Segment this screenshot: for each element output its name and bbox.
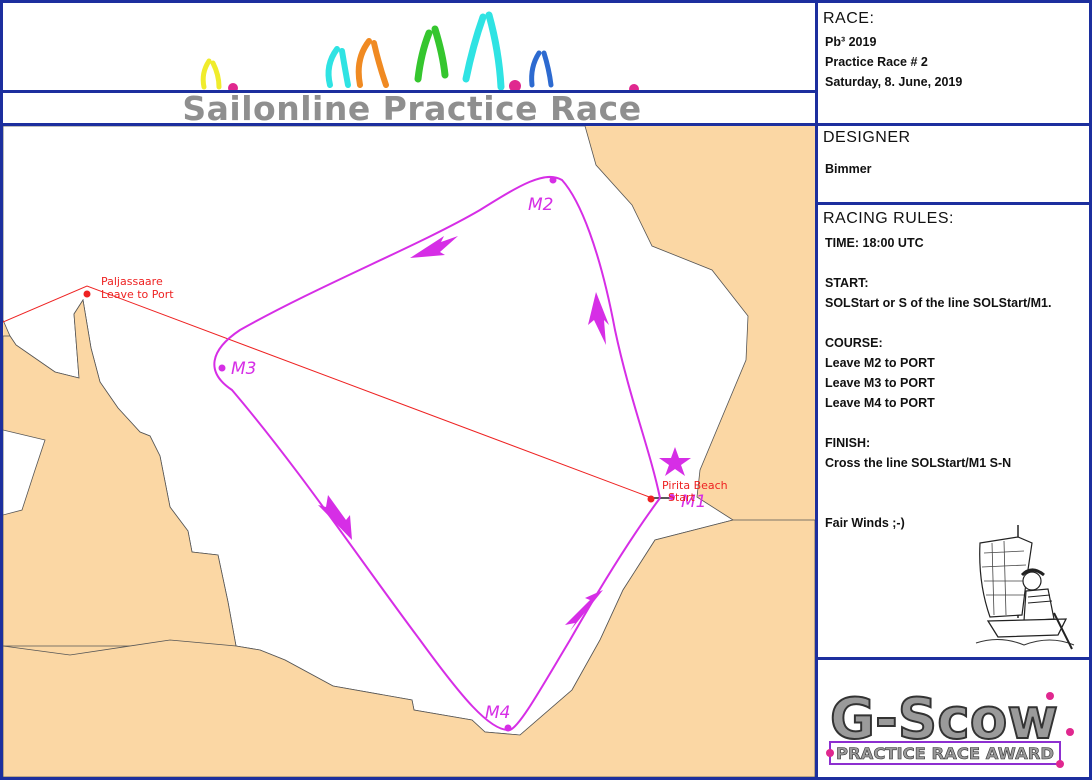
rules-closing: Fair Winds ;-) (825, 516, 905, 530)
sail-yellow-icon (200, 58, 222, 90)
designer-heading: DESIGNER (823, 129, 911, 146)
island-lower-left (3, 429, 46, 516)
race-line-1: Pb³ 2019 (825, 35, 877, 49)
designer-name: Bimmer (825, 162, 872, 176)
m4-label: M4 (485, 703, 510, 723)
paljassaare-peninsula (3, 298, 237, 647)
pirita-mark-icon (647, 495, 655, 503)
sail-cyan-large-icon (462, 11, 505, 91)
logo-dot-icon (509, 80, 521, 92)
award-dot-icon (826, 749, 834, 757)
sail-orange-icon (355, 38, 389, 88)
race-line-2: Practice Race # 2 (825, 55, 928, 69)
rules-course-2: Leave M3 to PORT (825, 376, 935, 390)
sail-blue-icon (529, 50, 554, 88)
south-coast (3, 519, 815, 777)
award-panel: G-Scow PRACTICE RACE AWARD (815, 657, 1092, 780)
g-scow-award-logo: G-Scow PRACTICE RACE AWARD (826, 686, 1074, 768)
rules-start-heading: START: (825, 276, 869, 290)
rules-course-heading: COURSE: (825, 336, 883, 350)
award-subtitle: PRACTICE RACE AWARD (836, 744, 1054, 763)
m3-mark-icon (218, 364, 226, 372)
pirita-name: Pirita Beach (662, 479, 728, 492)
paljassaare-line (3, 285, 653, 499)
designer-panel: DESIGNER Bimmer (815, 123, 1092, 205)
sailor-boat-sketch-icon (975, 525, 1075, 650)
rules-finish-text: Cross the line SOLStart/M1 S-N (825, 456, 1012, 470)
rules-course-3: Leave M4 to PORT (825, 396, 935, 410)
start-star-icon (659, 447, 691, 476)
award-dot-icon (1046, 692, 1054, 700)
race-heading: RACE: (823, 10, 875, 27)
m1-mark-icon (669, 494, 675, 500)
sail-green-icon (414, 25, 449, 83)
race-date: Saturday, 8. June, 2019 (825, 75, 963, 89)
pirita-note: Start (668, 491, 696, 504)
route-arrow-icon (410, 236, 458, 258)
page-title: Sailonline Practice Race (182, 89, 642, 128)
rules-finish-heading: FINISH: (825, 436, 871, 450)
paljassaare-mark-icon (83, 290, 91, 298)
award-dot-icon (1066, 728, 1074, 736)
m2-mark-icon (549, 176, 557, 184)
rules-course-1: Leave M2 to PORT (825, 356, 935, 370)
route-arrow-icon (588, 292, 609, 345)
m1-label: M1 (681, 492, 706, 512)
route-arrow-icon (565, 590, 603, 631)
header-panel: Sailonline Practice Race (0, 0, 821, 128)
rules-heading: RACING RULES: (823, 210, 954, 227)
m3-label: M3 (231, 359, 256, 379)
paljassaare-note: Leave to Port (101, 288, 174, 301)
racing-rules-panel: RACING RULES: TIME: 18:00 UTC START: SOL… (815, 202, 1092, 660)
sails-logo (198, 11, 643, 93)
m4-mark-icon (504, 724, 512, 732)
map-canvas: M2 M3 M4 M1 Paljassaare Leave to Port Pi… (3, 126, 815, 777)
paljassaare-name: Paljassaare (101, 275, 163, 288)
rules-time: TIME: 18:00 UTC (825, 236, 924, 250)
sail-cyan-small-icon (325, 46, 351, 88)
header-divider (3, 90, 821, 93)
course-map: M2 M3 M4 M1 Paljassaare Leave to Port Pi… (0, 123, 818, 780)
race-route (213, 175, 661, 732)
route-arrow-icon (318, 495, 352, 540)
race-panel: RACE: Pb³ 2019 Practice Race # 2 Saturda… (815, 0, 1092, 126)
rules-start-text: SOLStart or S of the line SOLStart/M1. (825, 296, 1052, 310)
award-dot-icon (1056, 760, 1064, 768)
m2-label: M2 (528, 195, 553, 215)
